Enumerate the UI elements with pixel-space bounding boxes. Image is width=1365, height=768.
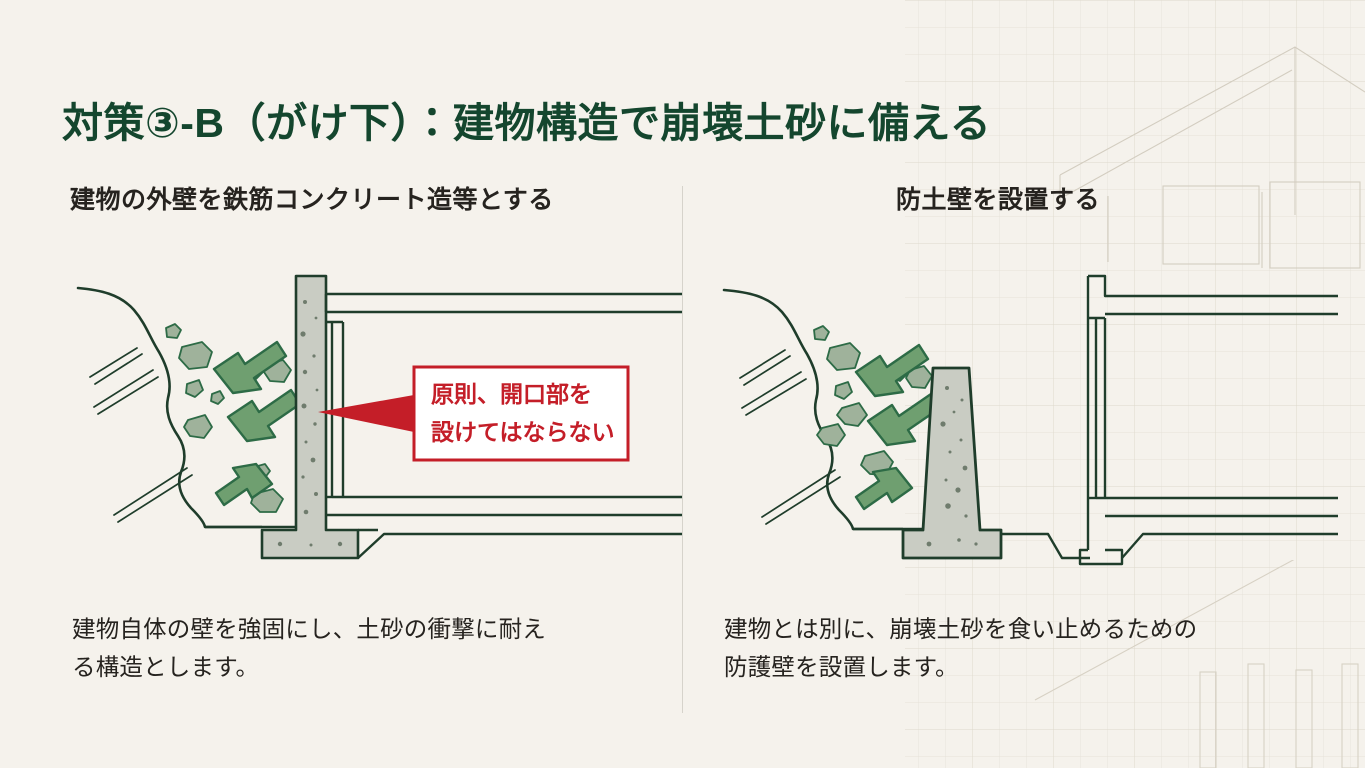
footing [357, 528, 682, 559]
callout-box [412, 365, 630, 462]
building-frame [1078, 274, 1338, 566]
floor-slabs [324, 292, 682, 517]
page-title: 対策③-B（がけ下）：建物構造で崩壊土砂に備える [62, 100, 992, 147]
concrete-texture [277, 300, 343, 547]
right-figure [718, 272, 1338, 584]
rc-exterior-wall-diagram: 原則、開口部を 設けてはならない [76, 274, 682, 560]
callout-line-1: 原則、開口部を [431, 381, 592, 407]
right-column-heading: 防土壁を設置する [896, 186, 1101, 214]
section-rc-exterior-wall: 建物の外壁を鉄筋コンクリート造等とする [62, 180, 682, 720]
no-opening-callout: 原則、開口部を 設けてはならない [318, 365, 630, 462]
slope-line [76, 286, 314, 529]
left-caption-line-1: 建物自体の壁を強固にし、土砂の衝撃に耐え [72, 616, 546, 642]
slope-line [722, 288, 932, 531]
slope-hatch-marks [89, 347, 193, 523]
right-column-caption: 建物とは別に、崩壊土砂を食い止めるための 防護壁を設置します。 [724, 610, 1324, 686]
protective-wall [901, 366, 1003, 560]
debris-arrow-3 [854, 466, 914, 511]
debris-arrow-2 [226, 388, 302, 443]
section-protective-wall: 防土壁を設置する [718, 180, 1338, 720]
right-caption-line-1: 建物とは別に、崩壊土砂を食い止めるための [724, 616, 1198, 642]
callout-line-2: 設けてはならない [431, 419, 615, 445]
ground-line-middle [1001, 532, 1090, 560]
slope-hatch-marks [739, 349, 841, 525]
left-figure: 原則、開口部を 設けてはならない [62, 272, 682, 584]
protective-wall-diagram [722, 274, 1338, 566]
callout-pointer [318, 395, 414, 432]
debris-arrow-1 [212, 340, 288, 395]
right-caption-line-2: 防護壁を設置します。 [724, 654, 959, 681]
debris-arrow-3 [214, 462, 274, 507]
left-caption-line-2: る構造とします。 [72, 654, 260, 681]
column-divider [682, 186, 683, 713]
left-column-caption: 建物自体の壁を強固にし、土砂の衝撃に耐え る構造とします。 [72, 610, 672, 686]
debris-arrows [212, 340, 302, 507]
left-column-heading: 建物の外壁を鉄筋コンクリート造等とする [70, 186, 554, 214]
